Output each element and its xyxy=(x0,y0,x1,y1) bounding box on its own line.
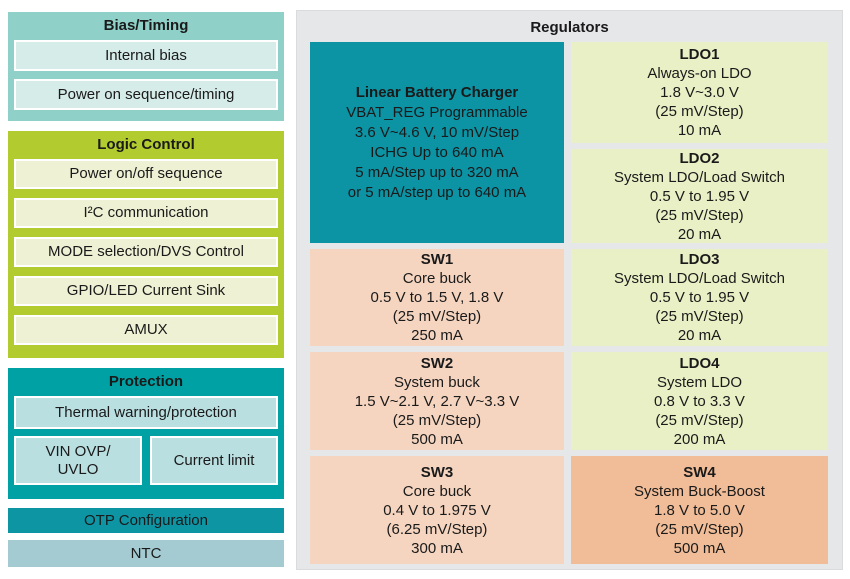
sw3-block-title: SW3 xyxy=(420,463,454,481)
protection-section: Protection Thermal warning/protection VI… xyxy=(8,368,284,499)
linear-battery-charger-block: Linear Battery Charger VBAT_REG Programm… xyxy=(310,42,564,243)
logic-control-title: Logic Control xyxy=(97,136,195,153)
otp-configuration-bar: OTP Configuration xyxy=(8,508,284,533)
bias-timing-title: Bias/Timing xyxy=(103,17,189,34)
ldo1-block-title: LDO1 xyxy=(679,46,720,63)
protection-split-row: VIN OVP/ UVLO Current limit xyxy=(14,436,278,485)
regulators-title: Regulators xyxy=(530,19,609,36)
ntc-bar: NTC xyxy=(8,540,284,567)
ldo4-block-body: System LDO 0.8 V to 3.3 V (25 mV/Step) 2… xyxy=(654,373,745,448)
ldo1-block-body: Always-on LDO 1.8 V~3.0 V (25 mV/Step) 1… xyxy=(647,65,752,139)
regulators-grid: Linear Battery Charger VBAT_REG Programm… xyxy=(310,42,828,564)
logic-control-items: Power on/off sequence I²C communication … xyxy=(8,159,284,345)
ldo3-block-body: System LDO/Load Switch 0.5 V to 1.95 V (… xyxy=(614,270,785,344)
bias-timing-section: Bias/Timing Internal bias Power on seque… xyxy=(8,12,284,121)
current-limit-block: Current limit xyxy=(150,436,278,485)
gpio-led-current-sink-block: GPIO/LED Current Sink xyxy=(14,276,278,306)
mode-selection-dvs-control-block: MODE selection/DVS Control xyxy=(14,237,278,267)
sw4-block-body: System Buck-Boost 1.8 V to 5.0 V (25 mV/… xyxy=(634,482,765,557)
logic-control-section: Logic Control Power on/off sequence I²C … xyxy=(8,131,284,358)
ldo2-block-body: System LDO/Load Switch 0.5 V to 1.95 V (… xyxy=(614,168,785,243)
protection-title: Protection xyxy=(108,373,184,390)
power-on-off-sequence-block: Power on/off sequence xyxy=(14,159,278,189)
sw1-block: SW1 Core buck 0.5 V to 1.5 V, 1.8 V (25 … xyxy=(310,249,564,346)
thermal-warning-protection-block: Thermal warning/protection xyxy=(14,396,278,429)
ldo4-block-title: LDO4 xyxy=(679,354,720,372)
vin-ovp-uvlo-block: VIN OVP/ UVLO xyxy=(14,436,142,485)
charger-block-title: Linear Battery Charger xyxy=(355,83,519,101)
ldo3-block: LDO3 System LDO/Load Switch 0.5 V to 1.9… xyxy=(571,249,828,346)
amux-block: AMUX xyxy=(14,315,278,345)
sw4-block: SW4 System Buck-Boost 1.8 V to 5.0 V (25… xyxy=(571,456,828,564)
sw4-block-title: SW4 xyxy=(683,463,716,481)
sw2-block-body: System buck 1.5 V~2.1 V, 2.7 V~3.3 V (25… xyxy=(354,373,520,448)
regulators-panel: Regulators Linear Battery Charger VBAT_R… xyxy=(296,10,843,570)
bias-timing-items: Internal bias Power on sequence/timing xyxy=(8,40,284,110)
i2c-communication-block: I²C communication xyxy=(14,198,278,228)
ldo2-block-title: LDO2 xyxy=(679,149,720,167)
sw1-block-title: SW1 xyxy=(420,251,454,268)
ldo2-block: LDO2 System LDO/Load Switch 0.5 V to 1.9… xyxy=(571,149,828,243)
sw3-block-body: Core buck 0.4 V to 1.975 V (6.25 mV/Step… xyxy=(383,482,491,557)
protection-items: Thermal warning/protection VIN OVP/ UVLO… xyxy=(8,396,284,485)
sw1-block-body: Core buck 0.5 V to 1.5 V, 1.8 V (25 mV/S… xyxy=(370,270,504,344)
sw2-block-title: SW2 xyxy=(420,354,454,372)
ldo1-block: LDO1 Always-on LDO 1.8 V~3.0 V (25 mV/St… xyxy=(571,42,828,143)
sw2-block: SW2 System buck 1.5 V~2.1 V, 2.7 V~3.3 V… xyxy=(310,352,564,450)
charger-block-body: VBAT_REG Programmable 3.6 V~4.6 V, 10 mV… xyxy=(346,103,528,201)
sw3-block: SW3 Core buck 0.4 V to 1.975 V (6.25 mV/… xyxy=(310,456,564,564)
power-on-sequence-timing-block: Power on sequence/timing xyxy=(14,79,278,110)
ldo3-block-title: LDO3 xyxy=(679,251,720,268)
internal-bias-block: Internal bias xyxy=(14,40,278,71)
ldo4-block: LDO4 System LDO 0.8 V to 3.3 V (25 mV/St… xyxy=(571,352,828,450)
